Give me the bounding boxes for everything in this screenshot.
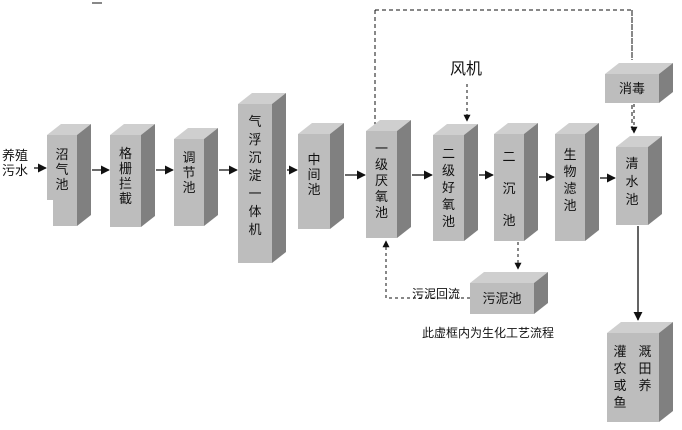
box-outlet	[607, 322, 673, 422]
input-label: 养殖 污水	[2, 149, 29, 179]
box-yanyang	[366, 120, 411, 238]
label-zhongjian: 中 间 池	[307, 153, 321, 198]
label-tiaojie: 调 节 池	[182, 151, 196, 196]
label-zhaoqi: 沼 气 池	[55, 148, 69, 193]
box-erchen	[494, 123, 538, 241]
label-qifu: 气 浮 沉 淀 一 体 机	[248, 115, 262, 238]
label-haoyang: 二 级 好 氧 池	[441, 147, 455, 230]
label-outlet-col2: 溉 田 养	[638, 345, 652, 394]
label-yanyang: 一 级 厌 氧 池	[374, 142, 388, 221]
box-tiaojie	[174, 128, 218, 226]
box-xiaodu	[605, 63, 673, 103]
label-fengji: 风机	[449, 59, 482, 78]
box-shengwu	[555, 123, 599, 241]
label-xiaodu: 消毒	[618, 82, 645, 97]
bio-process-dashed-frame	[374, 9, 633, 130]
label-outlet-col1: 灌 农 或 鱼	[613, 345, 627, 411]
box-wuni-chi	[470, 272, 548, 314]
flow-arrows	[34, 163, 643, 321]
label-wuni-chi: 污泥池	[482, 292, 522, 307]
label-qingshui: 清 水 池	[625, 157, 639, 208]
box-geshan	[110, 124, 155, 227]
box-zhaoqi	[47, 124, 91, 226]
label-wuni-huiliu: 污泥回流	[411, 287, 460, 301]
label-note: 此虚框内为生化工艺流程	[422, 326, 555, 340]
label-erchen: 二 沉 池	[502, 150, 516, 229]
label-shengwu: 生 物 滤 池	[563, 148, 577, 214]
box-haoyang	[433, 124, 478, 241]
box-zhongjian	[298, 123, 344, 229]
label-geshan: 格 栅 拦 截	[118, 147, 132, 207]
dashed-arrows	[382, 84, 638, 299]
box-qingshui	[616, 136, 662, 225]
box-qifu	[238, 93, 286, 263]
